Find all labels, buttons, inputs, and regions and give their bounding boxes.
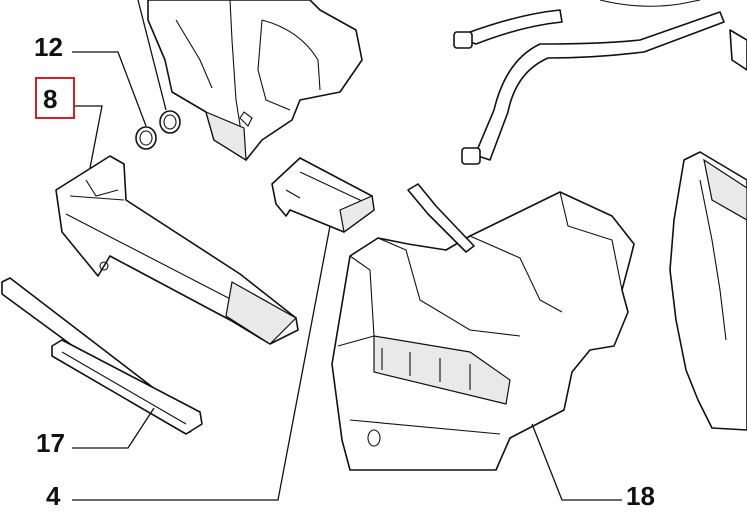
- callout-17: 17: [36, 428, 65, 458]
- part-upper-housing: [147, 0, 363, 162]
- leader-17: [72, 407, 155, 449]
- leader-lines: [72, 0, 622, 501]
- callout-8: 8: [43, 84, 57, 114]
- part-right-housing: [669, 29, 747, 431]
- part-o-rings: [135, 110, 181, 150]
- leader-12b: [137, 0, 167, 111]
- leader-4: [72, 225, 331, 501]
- leader-12: [72, 51, 147, 127]
- callout-12: 12: [34, 32, 63, 62]
- part-blower-resistor: [271, 157, 375, 234]
- callout-4: 4: [46, 481, 61, 511]
- leader-18: [531, 423, 622, 501]
- callout-8-highlight-box: [35, 77, 75, 119]
- part-filter-frames: [1, 277, 203, 435]
- leader-8: [74, 105, 103, 169]
- part-hoses: [453, 0, 725, 165]
- part-heater-box: [331, 183, 635, 471]
- callout-18: 18: [626, 481, 655, 511]
- part-air-duct: [55, 155, 299, 345]
